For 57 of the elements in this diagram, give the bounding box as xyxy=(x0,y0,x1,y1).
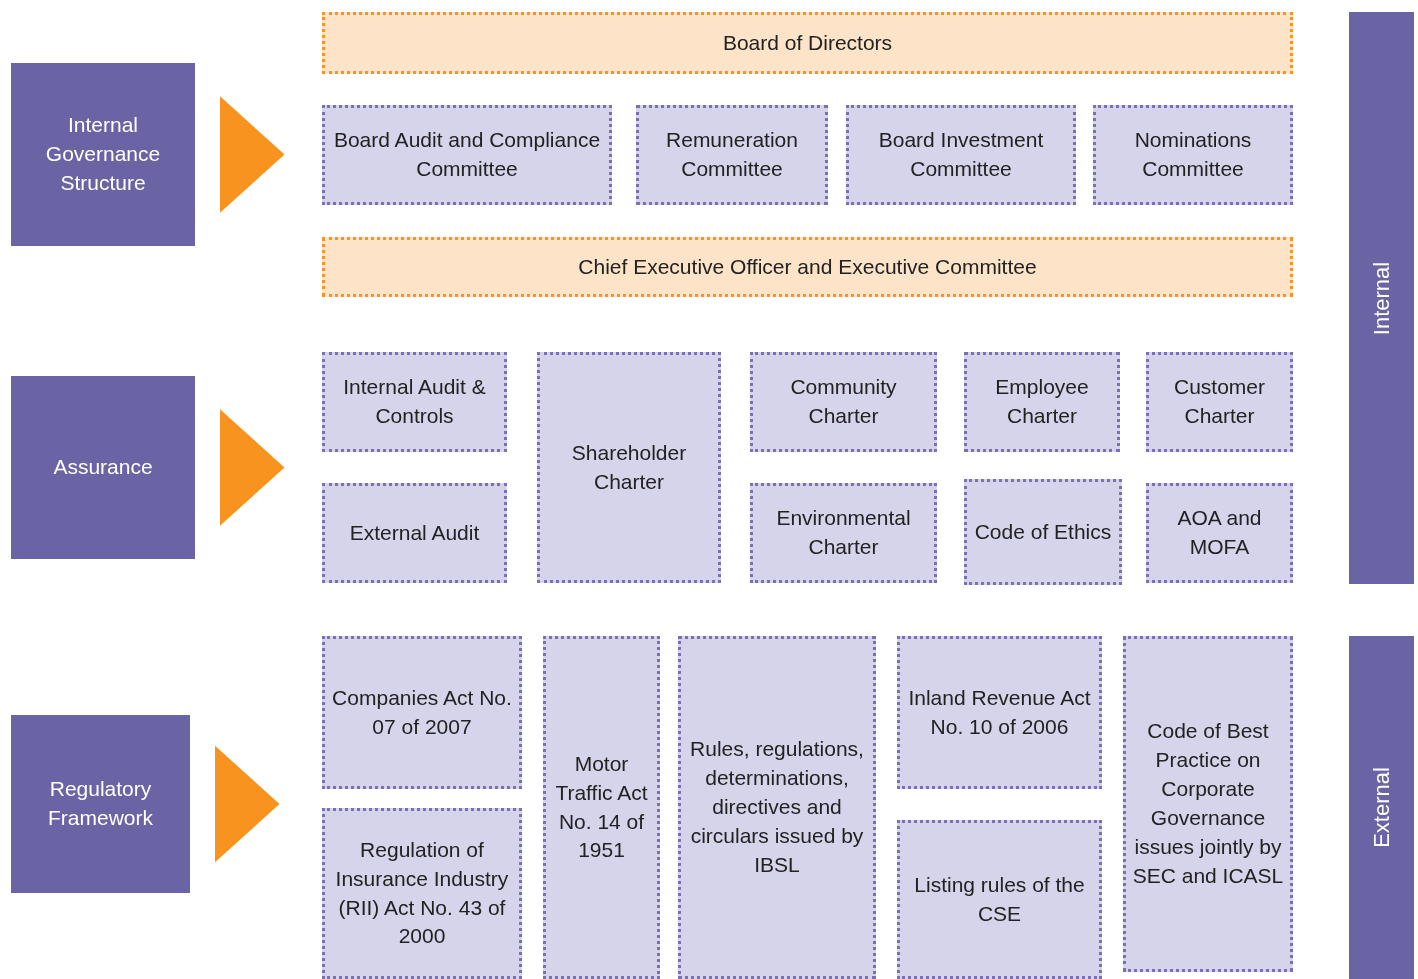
item-box xyxy=(322,636,522,789)
node-label: Shareholder Charter xyxy=(570,439,688,495)
item-box xyxy=(750,483,937,583)
node-label: Internal Audit & Controls xyxy=(342,374,487,429)
band-label: Internal xyxy=(1368,261,1395,335)
node-label: Employee Charter xyxy=(994,374,1090,429)
node-label: AOA and MOFA xyxy=(1176,505,1263,560)
governance-box xyxy=(322,12,1293,74)
node-label: Regulation of Insurance Industry (RII) Act No. 43 of 2000 xyxy=(334,836,510,950)
node-label: Environmental Charter xyxy=(775,505,912,560)
node-label: External Audit xyxy=(348,519,481,546)
item-box xyxy=(1093,105,1293,205)
side-band xyxy=(1349,636,1414,979)
node-label: Chief Executive Officer and Executive Committee xyxy=(577,253,1038,280)
node-label: Board Audit and Compliance Committee xyxy=(332,127,602,182)
band-label: External xyxy=(1368,767,1395,848)
node-label: Code of Ethics xyxy=(973,518,1113,545)
node-label: Customer Charter xyxy=(1172,374,1266,429)
item-box xyxy=(636,105,828,205)
item-box xyxy=(543,636,660,979)
node-label: Regulatory Framework xyxy=(47,776,154,831)
node-label: Inland Revenue Act No. 10 of 2006 xyxy=(907,684,1092,740)
item-box xyxy=(1146,352,1293,452)
node-label: Nominations Committee xyxy=(1133,127,1253,182)
node-label: Assurance xyxy=(52,454,154,480)
governance-box xyxy=(322,237,1293,297)
item-box xyxy=(846,105,1076,205)
item-box xyxy=(322,483,507,583)
category-box xyxy=(11,376,195,559)
item-box xyxy=(964,352,1120,452)
item-box xyxy=(1123,636,1293,972)
node-label: Listing rules of the CSE xyxy=(913,871,1086,927)
node-label: Remuneration Committee xyxy=(665,127,799,182)
item-box xyxy=(678,636,876,979)
node-label: Board Investment Committee xyxy=(877,127,1045,182)
item-box xyxy=(322,808,522,979)
category-box xyxy=(11,715,190,893)
item-box xyxy=(322,105,612,205)
node-label: Rules, regulations, determinations, directives and circulars issued by IBSL xyxy=(689,736,865,878)
node-label: Board of Directors xyxy=(721,29,894,56)
side-band xyxy=(1349,12,1414,584)
node-label: Code of Best Practice on Corporate Governance issues jointly by SEC and ICASL xyxy=(1131,718,1285,889)
item-box xyxy=(897,820,1102,979)
node-label: Community Charter xyxy=(789,374,898,429)
chevron-arrow xyxy=(220,96,285,213)
item-box xyxy=(322,352,507,452)
node-label: Motor Traffic Act No. 14 of 1951 xyxy=(554,750,649,864)
node-label: Internal Governance Structure xyxy=(44,112,162,196)
item-box xyxy=(964,479,1122,585)
node-label: Companies Act No. 07 of 2007 xyxy=(331,684,513,740)
item-box xyxy=(750,352,937,452)
category-box xyxy=(11,63,195,246)
chevron-arrow xyxy=(220,409,285,526)
item-box xyxy=(1146,483,1293,583)
item-box xyxy=(897,636,1102,789)
item-box xyxy=(537,352,721,583)
chevron-arrow xyxy=(215,745,280,863)
